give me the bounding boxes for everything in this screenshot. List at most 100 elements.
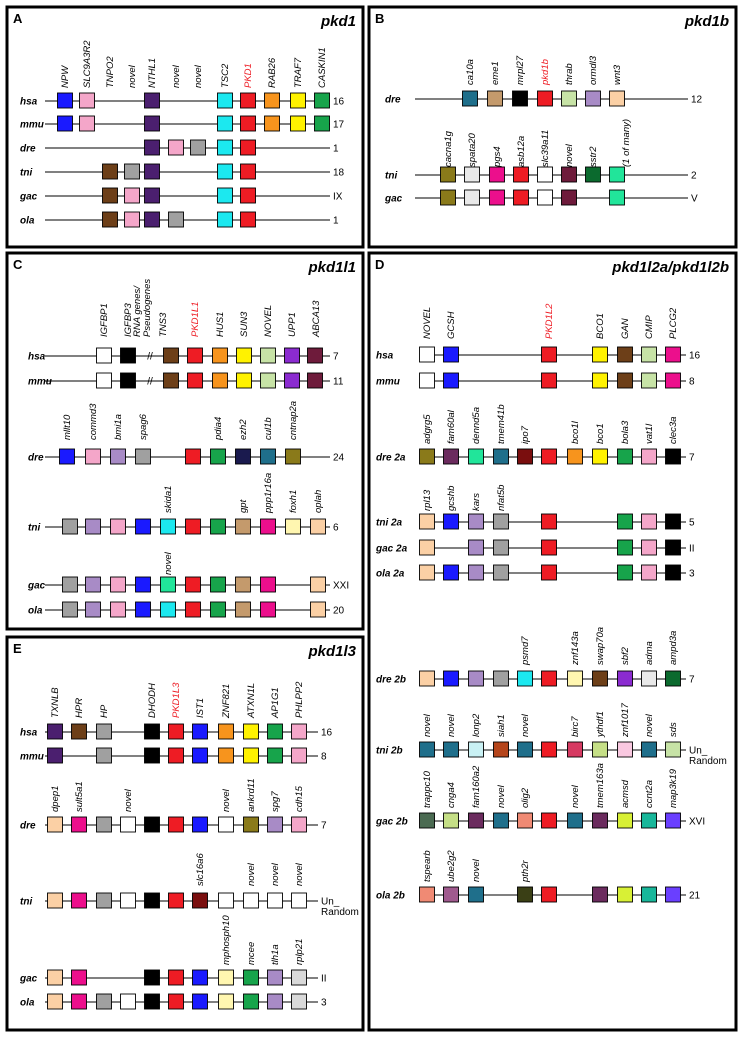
gene-label: clec3a (668, 417, 679, 444)
gene-box (561, 90, 577, 107)
panel-frame (367, 5, 738, 249)
gene-label: UPP1 (287, 312, 298, 337)
gene-label: TRAF7 (293, 57, 304, 88)
chromosome-label: Random (689, 756, 727, 767)
gene-box (185, 518, 201, 535)
organism-label: hsa (20, 728, 38, 739)
chromosome-label: 1 (333, 216, 339, 227)
gene-box (537, 166, 553, 183)
gene-box (567, 812, 583, 829)
gene-box (592, 448, 608, 465)
gene-box (218, 993, 234, 1010)
gene-label: tmem41b (496, 404, 507, 444)
organism-label: gac (19, 192, 38, 203)
gene-box (168, 747, 184, 764)
gene-label: ZNF821 (221, 684, 232, 719)
gene-box (665, 448, 681, 465)
gene-box (160, 518, 176, 535)
gene-box (218, 892, 234, 909)
gene-box (291, 993, 307, 1010)
gene-box (665, 513, 681, 530)
organism-label: tni (20, 168, 32, 179)
gene-box (493, 539, 509, 556)
gene-label: IST1 (195, 698, 206, 718)
gene-box (468, 670, 484, 687)
gene-label: CMIP (644, 315, 655, 339)
gene-box (144, 139, 160, 156)
gene-label: GCSH (446, 311, 457, 339)
gene-label: AP1G1 (270, 687, 281, 719)
gene-label: ccnt2a (644, 780, 655, 808)
gene-box (79, 92, 95, 109)
gene-box (310, 576, 326, 593)
gene-box (290, 115, 306, 132)
gene-label: HP (99, 704, 110, 718)
gene-label: PKD1L1 (190, 302, 201, 337)
gene-box (567, 670, 583, 687)
gene-box (567, 448, 583, 465)
gene-label: (1 of many) (621, 119, 632, 167)
gene-label: olig2 (520, 787, 531, 808)
gene-box (617, 812, 633, 829)
gene-box (419, 812, 435, 829)
gene-label: trappc10 (422, 770, 433, 808)
gene-box (217, 211, 233, 228)
gene-box (419, 346, 435, 363)
gene-box (314, 115, 330, 132)
gene-box (85, 576, 101, 593)
gene-label: cntnap2a (288, 401, 299, 440)
gene-label: SUN3 (239, 311, 250, 337)
gene-label: RAB26 (267, 57, 278, 88)
gene-box (419, 539, 435, 556)
gene-box (120, 347, 136, 364)
gene-box (617, 513, 633, 530)
gene-box (493, 564, 509, 581)
gene-label: ampd3a (668, 631, 679, 665)
gene-label: rplp21 (294, 939, 305, 965)
gene-label: kars (471, 493, 482, 511)
gene-label: ca10a (465, 59, 476, 85)
gene-label: spata20 (467, 132, 478, 167)
gene-box (493, 741, 509, 758)
gene-label: novel (127, 64, 138, 88)
gene-box (62, 576, 78, 593)
chromosome-label: Random (321, 907, 359, 918)
gene-box (163, 347, 179, 364)
gene-box (47, 723, 63, 740)
gene-label: wnt3 (612, 64, 623, 85)
gene-label: novel (446, 713, 457, 737)
gene-box (187, 372, 203, 389)
gene-box (144, 92, 160, 109)
chromosome-label: 16 (689, 351, 701, 362)
gene-box (240, 92, 256, 109)
gene-box (47, 993, 63, 1010)
gene-box (468, 741, 484, 758)
chromosome-label: 3 (689, 569, 695, 580)
gene-label: oplah (313, 490, 324, 513)
gene-box (102, 187, 118, 204)
gene-label: novel (193, 64, 204, 88)
gene-box (617, 564, 633, 581)
gene-box (144, 969, 160, 986)
gene-box (609, 90, 625, 107)
gene-box (243, 969, 259, 986)
gene-box (419, 448, 435, 465)
gene-label: NOVEL (263, 305, 274, 337)
gene-label: novel (221, 788, 232, 812)
gene-label: mcee (246, 942, 257, 965)
gene-box (665, 539, 681, 556)
gene-box (493, 670, 509, 687)
gene-label: NOVEL (422, 307, 433, 339)
gene-box (641, 448, 657, 465)
gene-label: gpt (238, 499, 249, 513)
gene-box (85, 448, 101, 465)
gene-box (135, 601, 151, 618)
organism-label: hsa (20, 97, 38, 108)
